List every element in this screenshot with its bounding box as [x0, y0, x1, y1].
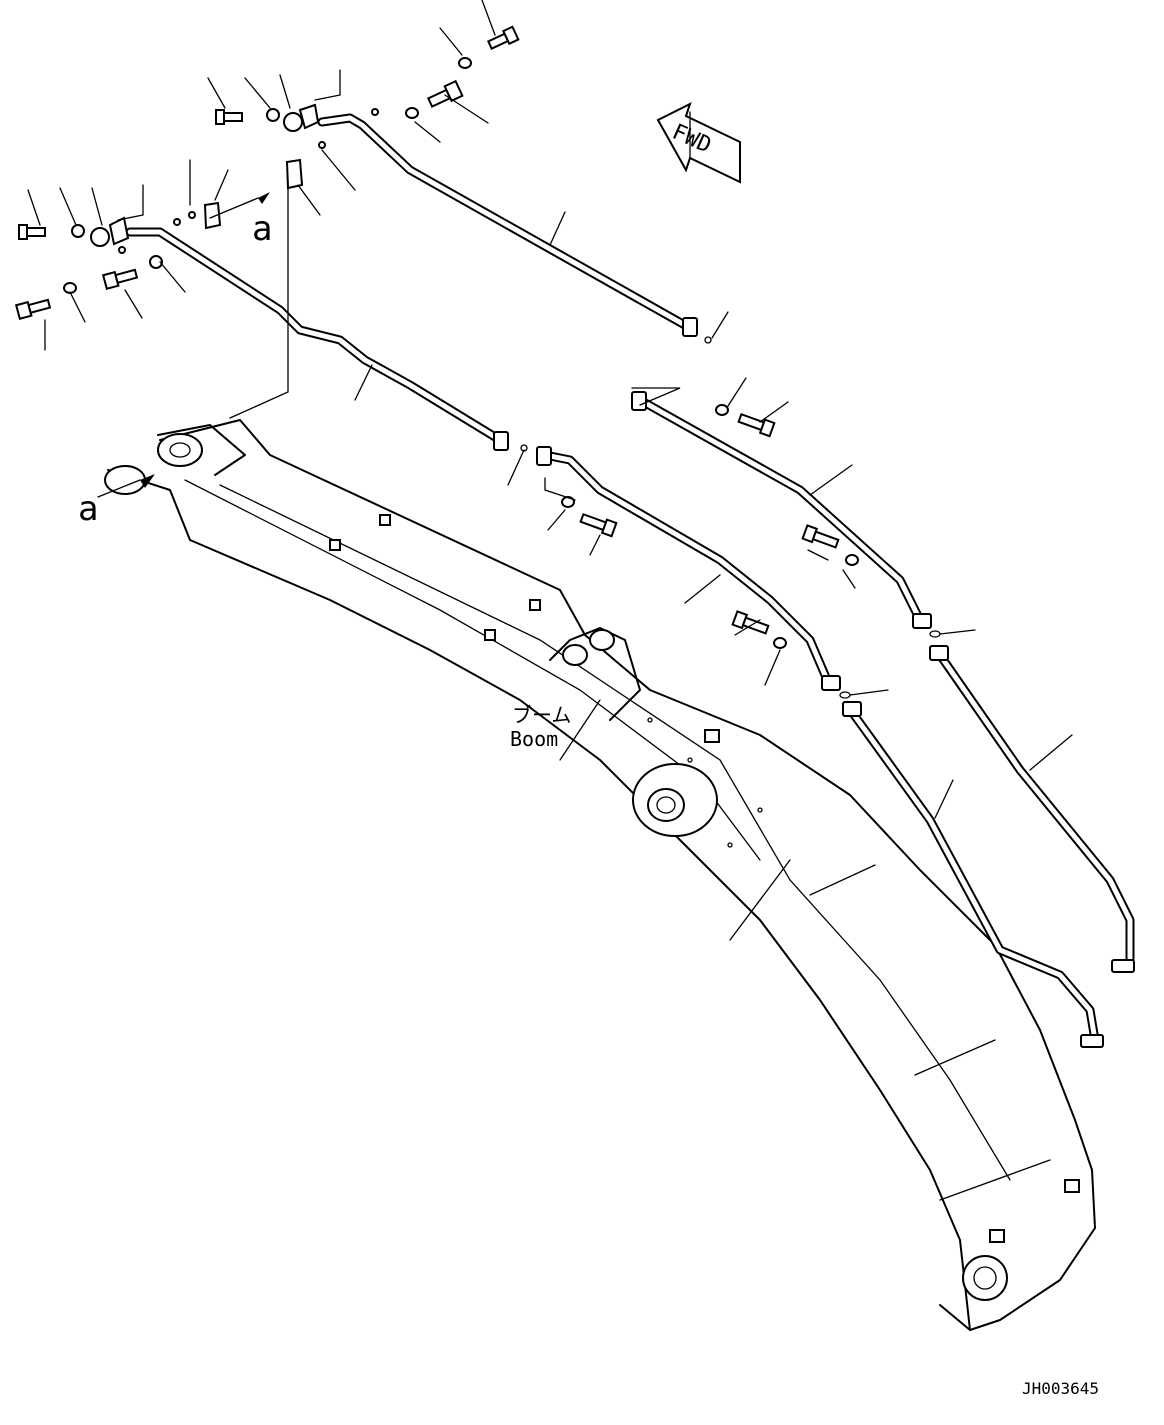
boom-body — [104, 419, 1096, 1331]
detail-reference — [97, 179, 289, 498]
pipe-upper-rear — [125, 227, 509, 451]
boom-label-jp: ブーム — [512, 703, 571, 727]
drawing-id: JH003645 — [1022, 1379, 1099, 1398]
fwd-arrow-icon — [656, 102, 741, 184]
pipe-lower-left — [842, 701, 1104, 1048]
pipe-upper-front — [317, 113, 698, 337]
pipe-lower-right — [929, 645, 1135, 973]
bolt-icon — [486, 25, 520, 50]
fasteners — [14, 25, 941, 699]
boom-label-en: Boom — [510, 727, 558, 751]
leader-lines — [27, 0, 1073, 819]
detail-label-top: a — [252, 209, 272, 249]
pipe-mid-left — [536, 446, 841, 691]
pipe-mid-right — [631, 391, 932, 629]
detail-label-left: a — [78, 489, 98, 529]
